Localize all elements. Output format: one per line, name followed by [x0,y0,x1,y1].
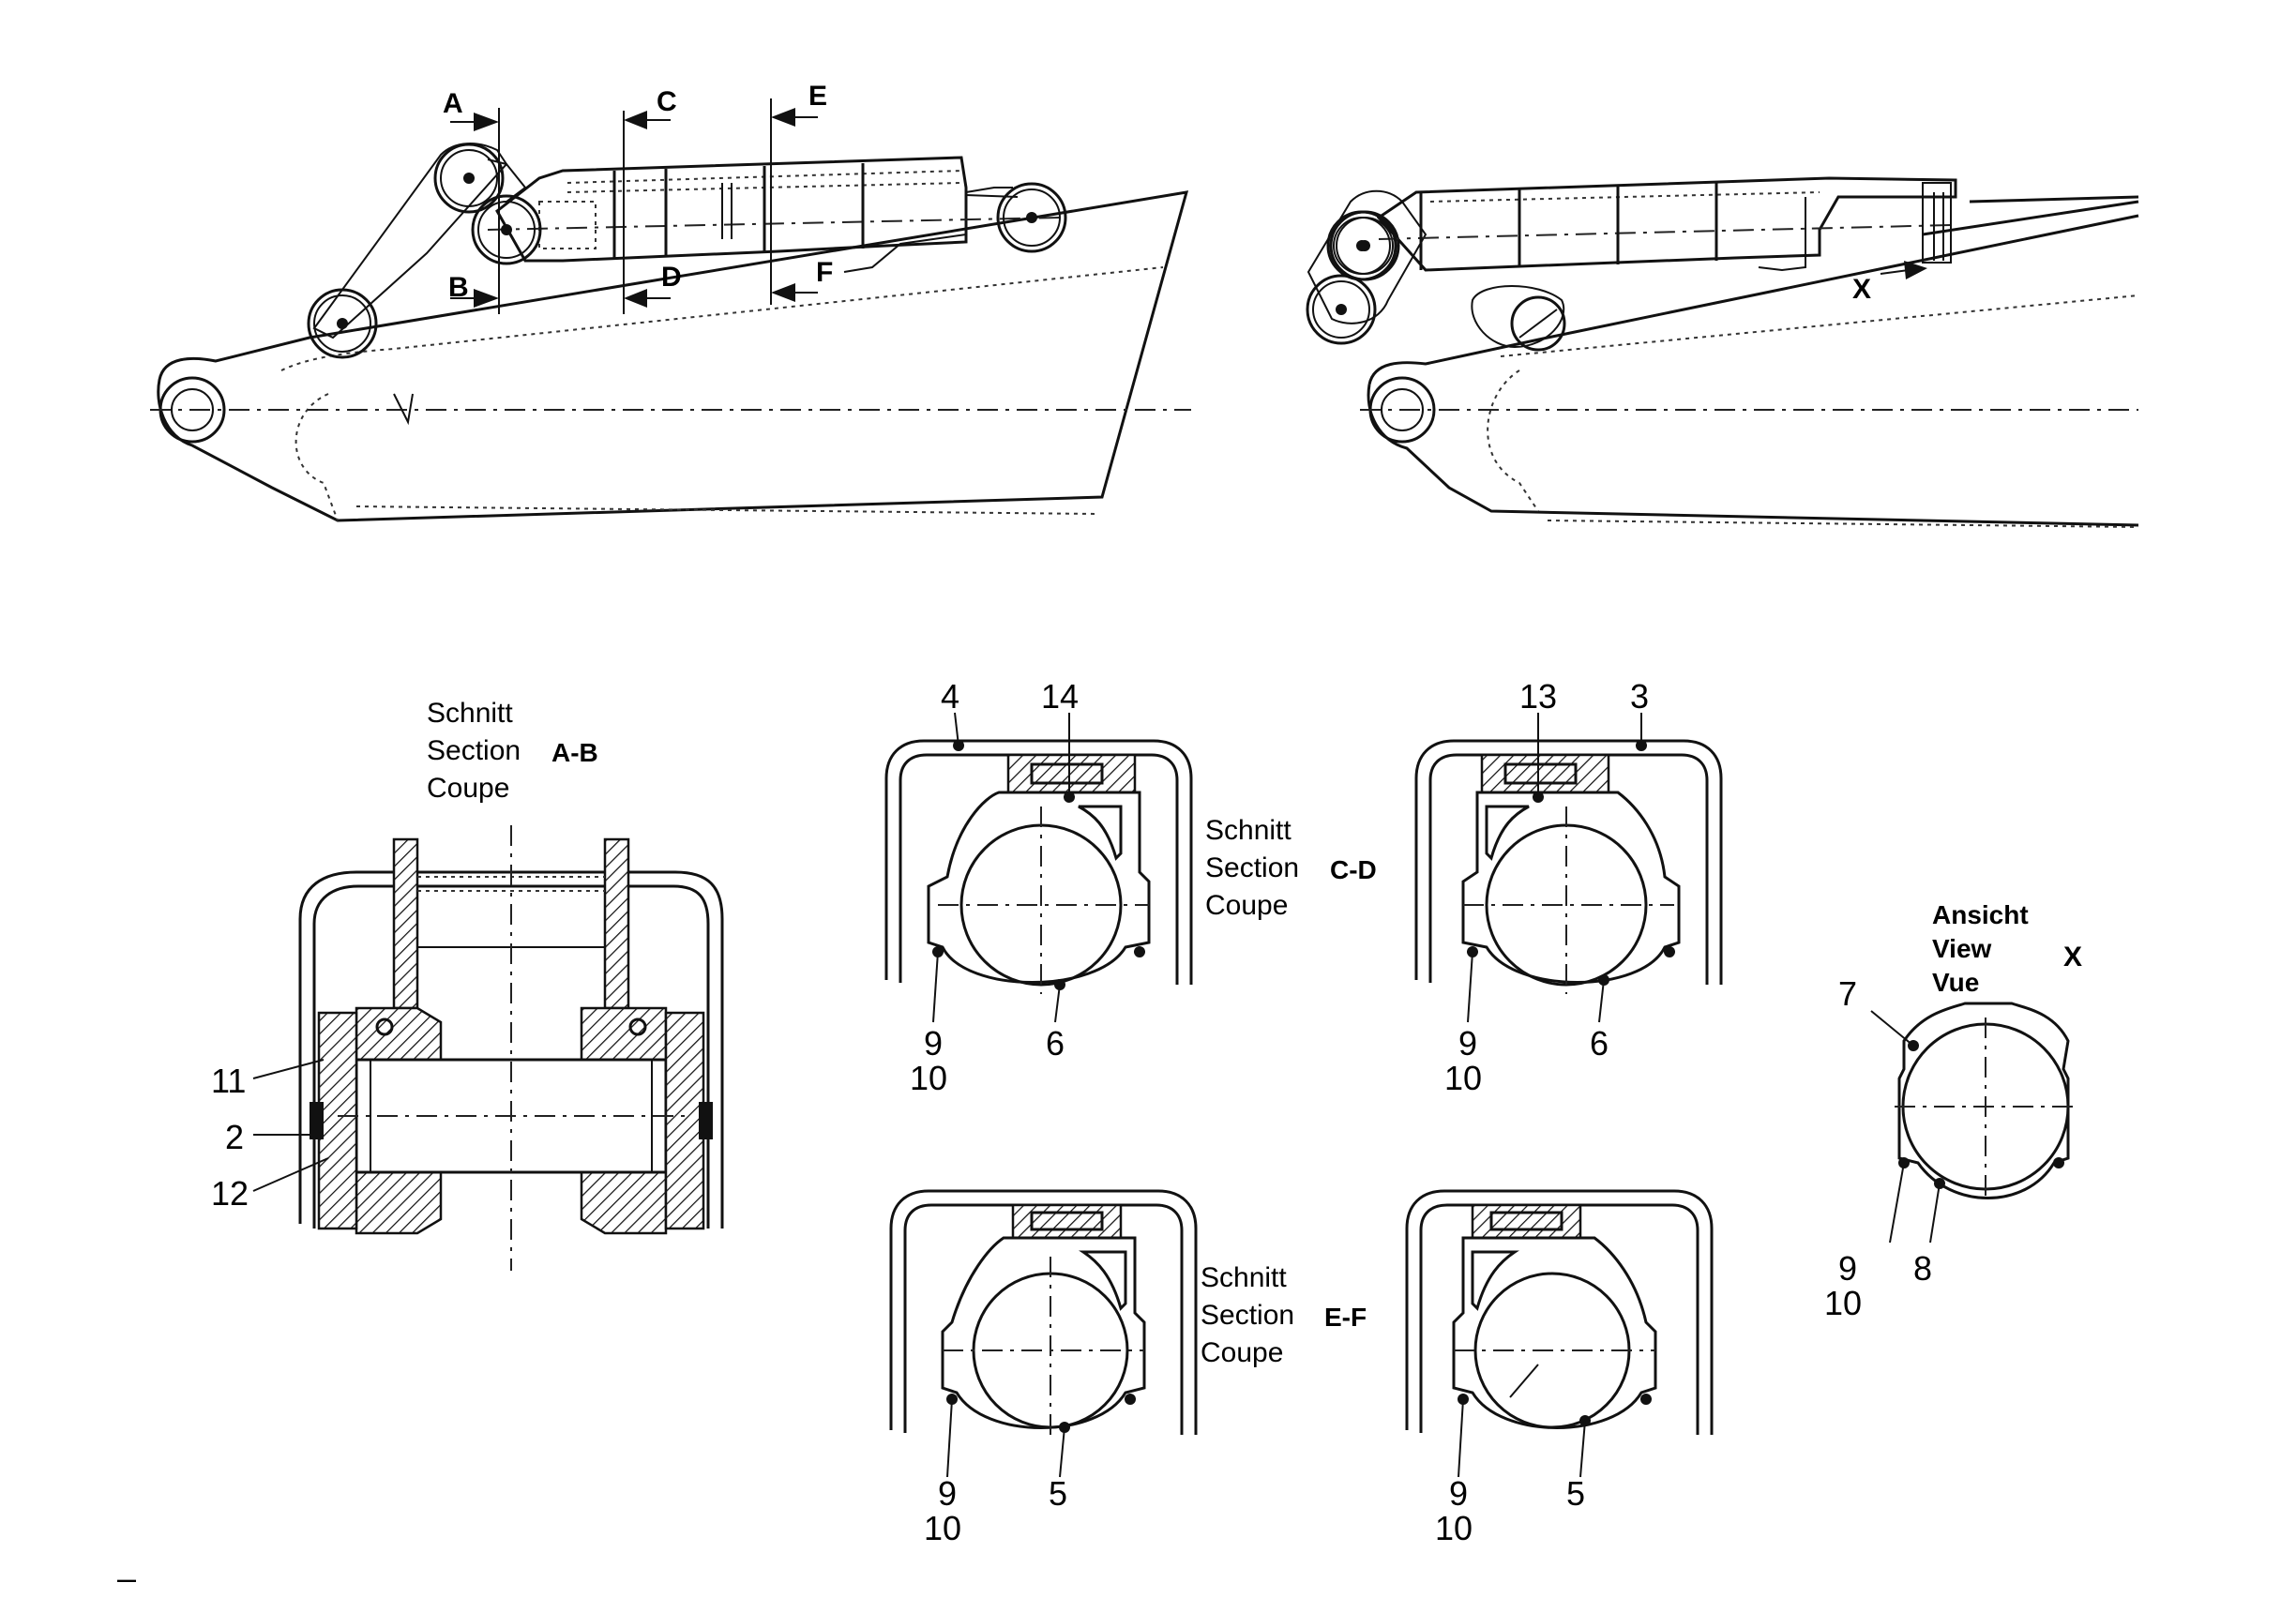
section-ef-right: 9 10 5 [1405,1189,1714,1547]
view-x: Ansicht View Vue X 7 9 10 8 [1824,900,2082,1322]
callout-9: 9 [1458,1024,1477,1063]
section-cd-caption-fr: Coupe [1205,890,1288,921]
callout-9: 9 [1449,1474,1468,1513]
section-cd-designation: C-D [1330,855,1377,884]
callout-10: 10 [924,1509,961,1547]
section-ef-designation: E-F [1324,1303,1367,1332]
overview-left: A B C D E F [150,81,1191,522]
right-cylinder-eye-icon [1326,210,1397,281]
section-ab: Schnitt Section Coupe A-B [211,698,724,1271]
section-ab-designation: A-B [551,738,598,767]
hydraulic-cylinder [487,156,1061,273]
callout-6: 6 [1046,1024,1065,1063]
view-label-x: X [1852,274,1871,305]
cut-line-cd: C D [623,86,682,314]
view-x-caption-en: View [1932,934,1992,963]
section-ef-caption-en: Section [1201,1300,1294,1331]
callout-10: 10 [1824,1284,1862,1322]
section-cd-left: 4 14 9 10 6 [884,677,1193,1097]
callout-9: 9 [924,1024,943,1063]
callout-4: 4 [941,677,959,716]
callout-10: 10 [910,1059,947,1097]
callout-12: 12 [211,1174,249,1213]
section-cd-caption-de: Schnitt [1205,815,1292,846]
callout-9: 9 [938,1474,957,1513]
section-ab-caption-en: Section [427,735,521,766]
callout-7: 7 [1838,974,1857,1013]
right-lower-pin-icon [1306,274,1377,345]
view-x-caption-de: Ansicht [1932,900,2029,929]
section-cd-caption: Schnitt Section Coupe C-D [1205,815,1377,921]
cut-label-f: F [816,257,833,288]
callout-10: 10 [1435,1509,1473,1547]
callout-10: 10 [1444,1059,1482,1097]
right-lug [1471,285,1566,352]
section-cd-caption-en: Section [1205,852,1299,883]
callout-14: 14 [1041,677,1079,716]
cut-label-c: C [657,86,677,117]
callout-3: 3 [1630,677,1649,716]
cut-line-ef: E F [770,81,833,305]
right-hydraulic-cylinder [1376,176,1957,272]
section-ab-caption-fr: Coupe [427,773,509,804]
section-ef-left: 9 10 5 [889,1189,1198,1547]
view-x-caption-fr: Vue [1932,968,1979,997]
cut-line-ab: A B [443,88,500,314]
callout-5: 5 [1566,1474,1585,1513]
callout-9: 9 [1838,1249,1857,1288]
view-x-arrow: X [1852,261,1927,305]
section-ef-caption-fr: Coupe [1201,1337,1283,1368]
callout-8: 8 [1913,1249,1932,1288]
cut-label-a: A [443,88,463,119]
view-x-designation: X [2063,942,2082,972]
footer-mark: – [117,1559,136,1597]
cut-label-e: E [808,81,827,112]
callout-6: 6 [1590,1024,1609,1063]
cut-label-b: B [448,272,469,303]
cut-label-d: D [661,262,682,293]
callout-11: 11 [211,1062,246,1100]
callout-5: 5 [1049,1474,1067,1513]
callout-13: 13 [1519,677,1557,716]
section-cd-right: 13 3 9 10 6 [1414,677,1723,1097]
section-ab-caption-de: Schnitt [427,698,513,729]
section-ef-caption: Schnitt Section Coupe E-F [1201,1262,1367,1368]
overview-right: X [1306,176,2139,528]
callout-2: 2 [225,1118,244,1156]
upper-pin-icon [433,143,505,214]
section-ef-caption-de: Schnitt [1201,1262,1287,1293]
